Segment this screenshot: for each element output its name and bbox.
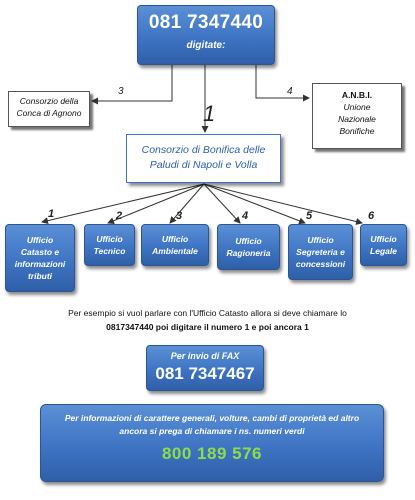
fax-number: 081 7347467 [155,364,255,383]
option-number-anbi: 4 [287,86,293,97]
office-legale-line-2: Legale [370,246,397,256]
conca-agnono-box: Consorzio della Conca di Agnono [8,91,90,127]
toll-free-number: 800 189 576 [161,444,263,463]
office-option-1: 1 [48,208,55,220]
fax-box: Per invio di FAX 081 7347467 [146,345,264,391]
dial-prompt: digitate: [186,40,226,51]
office-segreteria-line-2: Segreteria e [296,247,345,257]
connector-to-anbi [255,65,310,102]
fax-title: Per invio di FAX [170,351,240,361]
example-line-1: Per esempio si vuol parlare con l'Uffici… [68,308,347,318]
office-segreteria: Ufficio Segreteria e concessioni [288,224,353,280]
conca-agnono-label: Consorzio della Conca di Agnono [16,96,82,118]
office-segreteria-line-3: concessioni [295,259,346,269]
consorzio-name-line-2: Paludi di Napoli e Volla [149,159,258,171]
office-catasto-line-2: Catasto e [20,247,60,257]
example-instructions: Per esempio si vuol parlare con l'Uffici… [0,306,415,334]
office-ragioneria-line-1: Ufficio [235,236,262,246]
anbi-line-3: Bonifiche [339,126,375,136]
office-legale-line-1: Ufficio [370,234,397,244]
office-option-4: 4 [242,210,249,222]
office-catasto-line-4: tributi [27,271,53,281]
office-connectors [41,183,363,225]
anbi-line-1: Unione [343,102,371,112]
connector-to-conca [91,65,173,105]
info-text: Per informazioni di carattere generali, … [64,413,360,436]
office-ambientale: Ufficio Ambientale [141,224,209,266]
office-ragioneria-line-2: Ragioneria [226,248,271,258]
office-tecnico-line-1: Ufficio [96,234,123,244]
office-ambientale-line-2: Ambientale [152,246,198,256]
office-option-2: 2 [116,210,123,222]
office-catasto-line-3: informazioni [14,259,66,269]
info-box: Per informazioni di carattere generali, … [40,404,384,482]
office-option-3: 3 [176,210,183,222]
office-tecnico: Ufficio Tecnico [84,224,135,266]
office-ambientale-line-1: Ufficio [161,234,189,244]
anbi-title: A.N.B.I. [341,90,373,100]
main-phone-number: 081 7347440 [148,12,264,33]
office-segreteria-line-1: Ufficio [307,235,334,245]
office-catasto-line-1: Ufficio [26,235,54,245]
example-line-2: 0817347440 poi digitare il numero 1 e po… [106,322,309,332]
main-number-box: 081 7347440 digitate: [137,5,275,65]
consorzio-name-line-1: Consorzio di Bonifica delle [141,144,266,156]
option-number-conca: 3 [118,86,124,97]
office-tecnico-line-2: Tecnico [93,246,126,256]
anbi-line-2: Nazionale [338,114,376,124]
option-number-consorzio: 1 [203,101,216,126]
office-ragioneria: Ufficio Ragioneria [217,224,280,270]
office-catasto: Ufficio Catasto e informazioni tributi [5,224,75,292]
anbi-box: A.N.B.I. Unione Nazionale Bonifiche [312,83,402,149]
consorzio-box: Consorzio di Bonifica delle Paludi di Na… [126,134,281,183]
office-option-6: 6 [368,210,375,222]
office-option-5: 5 [306,210,313,222]
office-legale: Ufficio Legale [360,224,407,266]
